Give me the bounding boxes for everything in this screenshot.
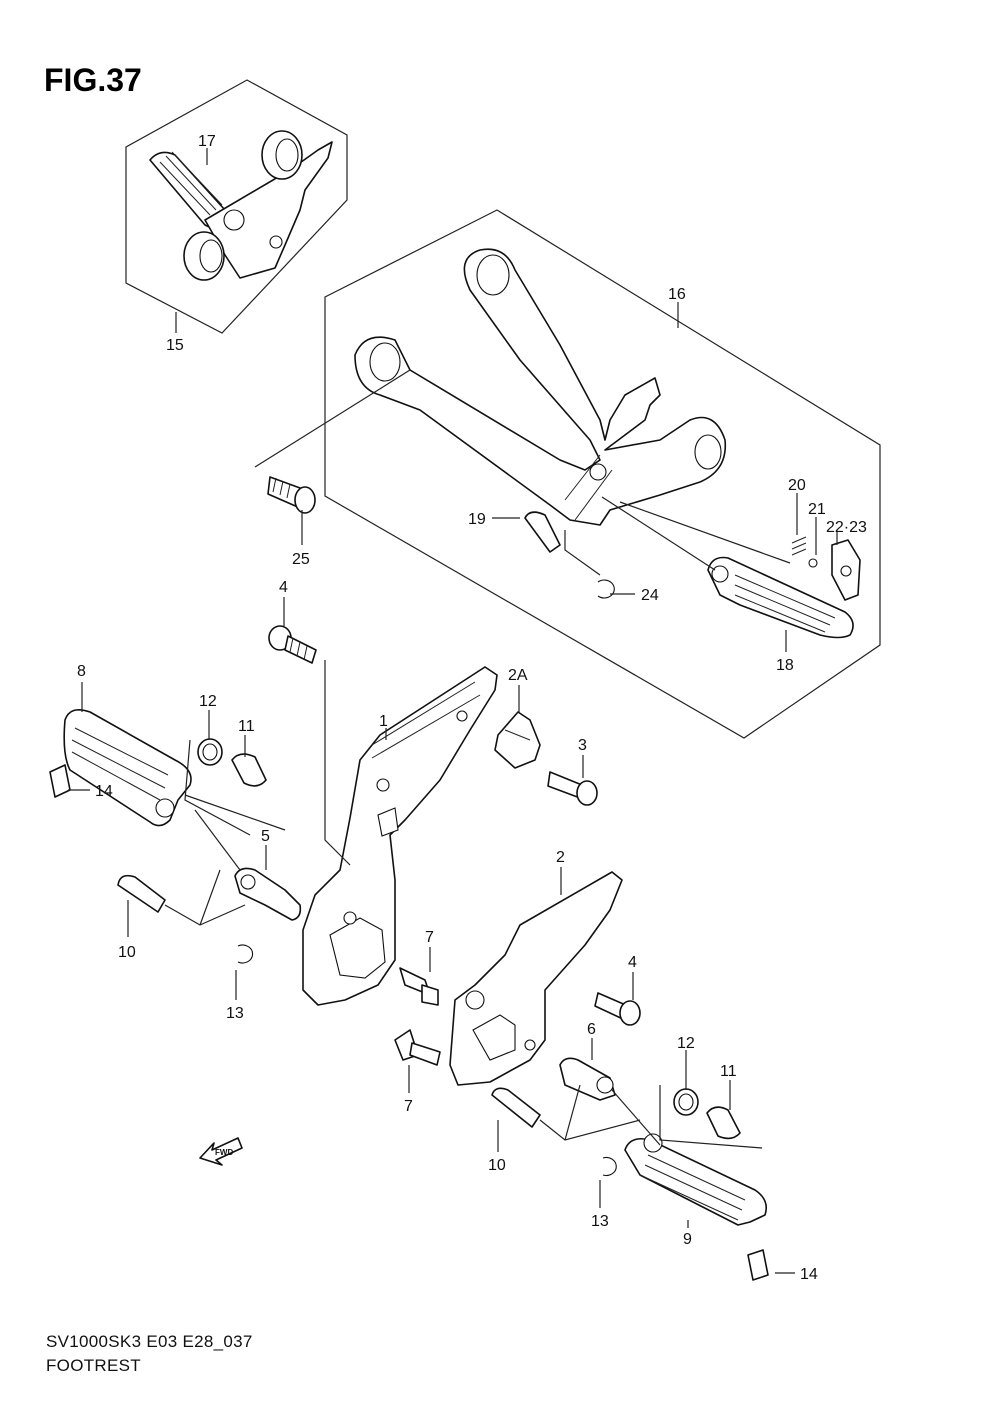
bracket-2 [449,871,623,1086]
callout-7-upper: 7 [425,929,434,946]
callout-8: 8 [77,663,86,680]
callout-9: 9 [683,1231,692,1248]
callout-25: 25 [292,551,310,568]
section-name: FOOTREST [46,1356,141,1375]
callout-2A: 2A [508,667,528,684]
callout-13-left: 13 [226,1005,244,1022]
callout-18: 18 [776,657,794,674]
bolt-7-upper [399,967,439,1006]
callout-10-right: 10 [488,1157,506,1174]
callout-14-left: 14 [95,783,113,800]
callout-5: 5 [261,828,270,845]
footpeg-8-group [49,709,302,964]
callout-20: 20 [788,477,806,494]
model-code: SV1000SK3 E03 E28_037 [46,1332,253,1351]
assembly-box-15 [125,79,348,334]
callout-11-left: 11 [238,718,255,735]
callout-4-lower: 4 [628,954,637,971]
bolt-7-lower [394,1029,441,1066]
callout-leaders [68,148,838,1274]
callout-labels: 17 15 16 19 25 20 21 22·23 24 18 4 8 12 … [77,133,867,1283]
callout-1: 1 [379,713,388,730]
fwd-arrow-icon: FWD [199,1137,243,1166]
callout-7-lower: 7 [404,1098,413,1115]
callout-21: 21 [808,501,826,518]
callout-6: 6 [587,1021,596,1038]
footpeg-9-group [491,1057,769,1281]
callout-24: 24 [641,587,659,604]
callout-15: 15 [166,337,184,354]
callout-3: 3 [578,737,587,754]
callout-13-right: 13 [591,1213,609,1230]
fwd-label: FWD [215,1148,233,1157]
callout-19: 19 [468,511,486,528]
assembly-box-16 [254,209,881,739]
part-2A-bolt-3 [494,711,598,806]
callout-12-right: 12 [677,1035,695,1052]
callout-2: 2 [556,849,565,866]
callout-12-left: 12 [199,693,217,710]
callout-14-right: 14 [800,1266,818,1283]
callout-11-right: 11 [720,1063,737,1080]
callout-16: 16 [668,286,686,303]
bolt-4-upper [268,625,317,664]
callout-22-23: 22·23 [826,519,867,536]
callout-17: 17 [198,133,216,150]
bolt-25 [267,476,316,514]
bolt-4-lower [594,992,641,1026]
bracket-1 [302,660,498,1006]
figure-title: FIG.37 [44,62,142,98]
callout-4-upper: 4 [279,579,288,596]
callout-10-left: 10 [118,944,136,961]
